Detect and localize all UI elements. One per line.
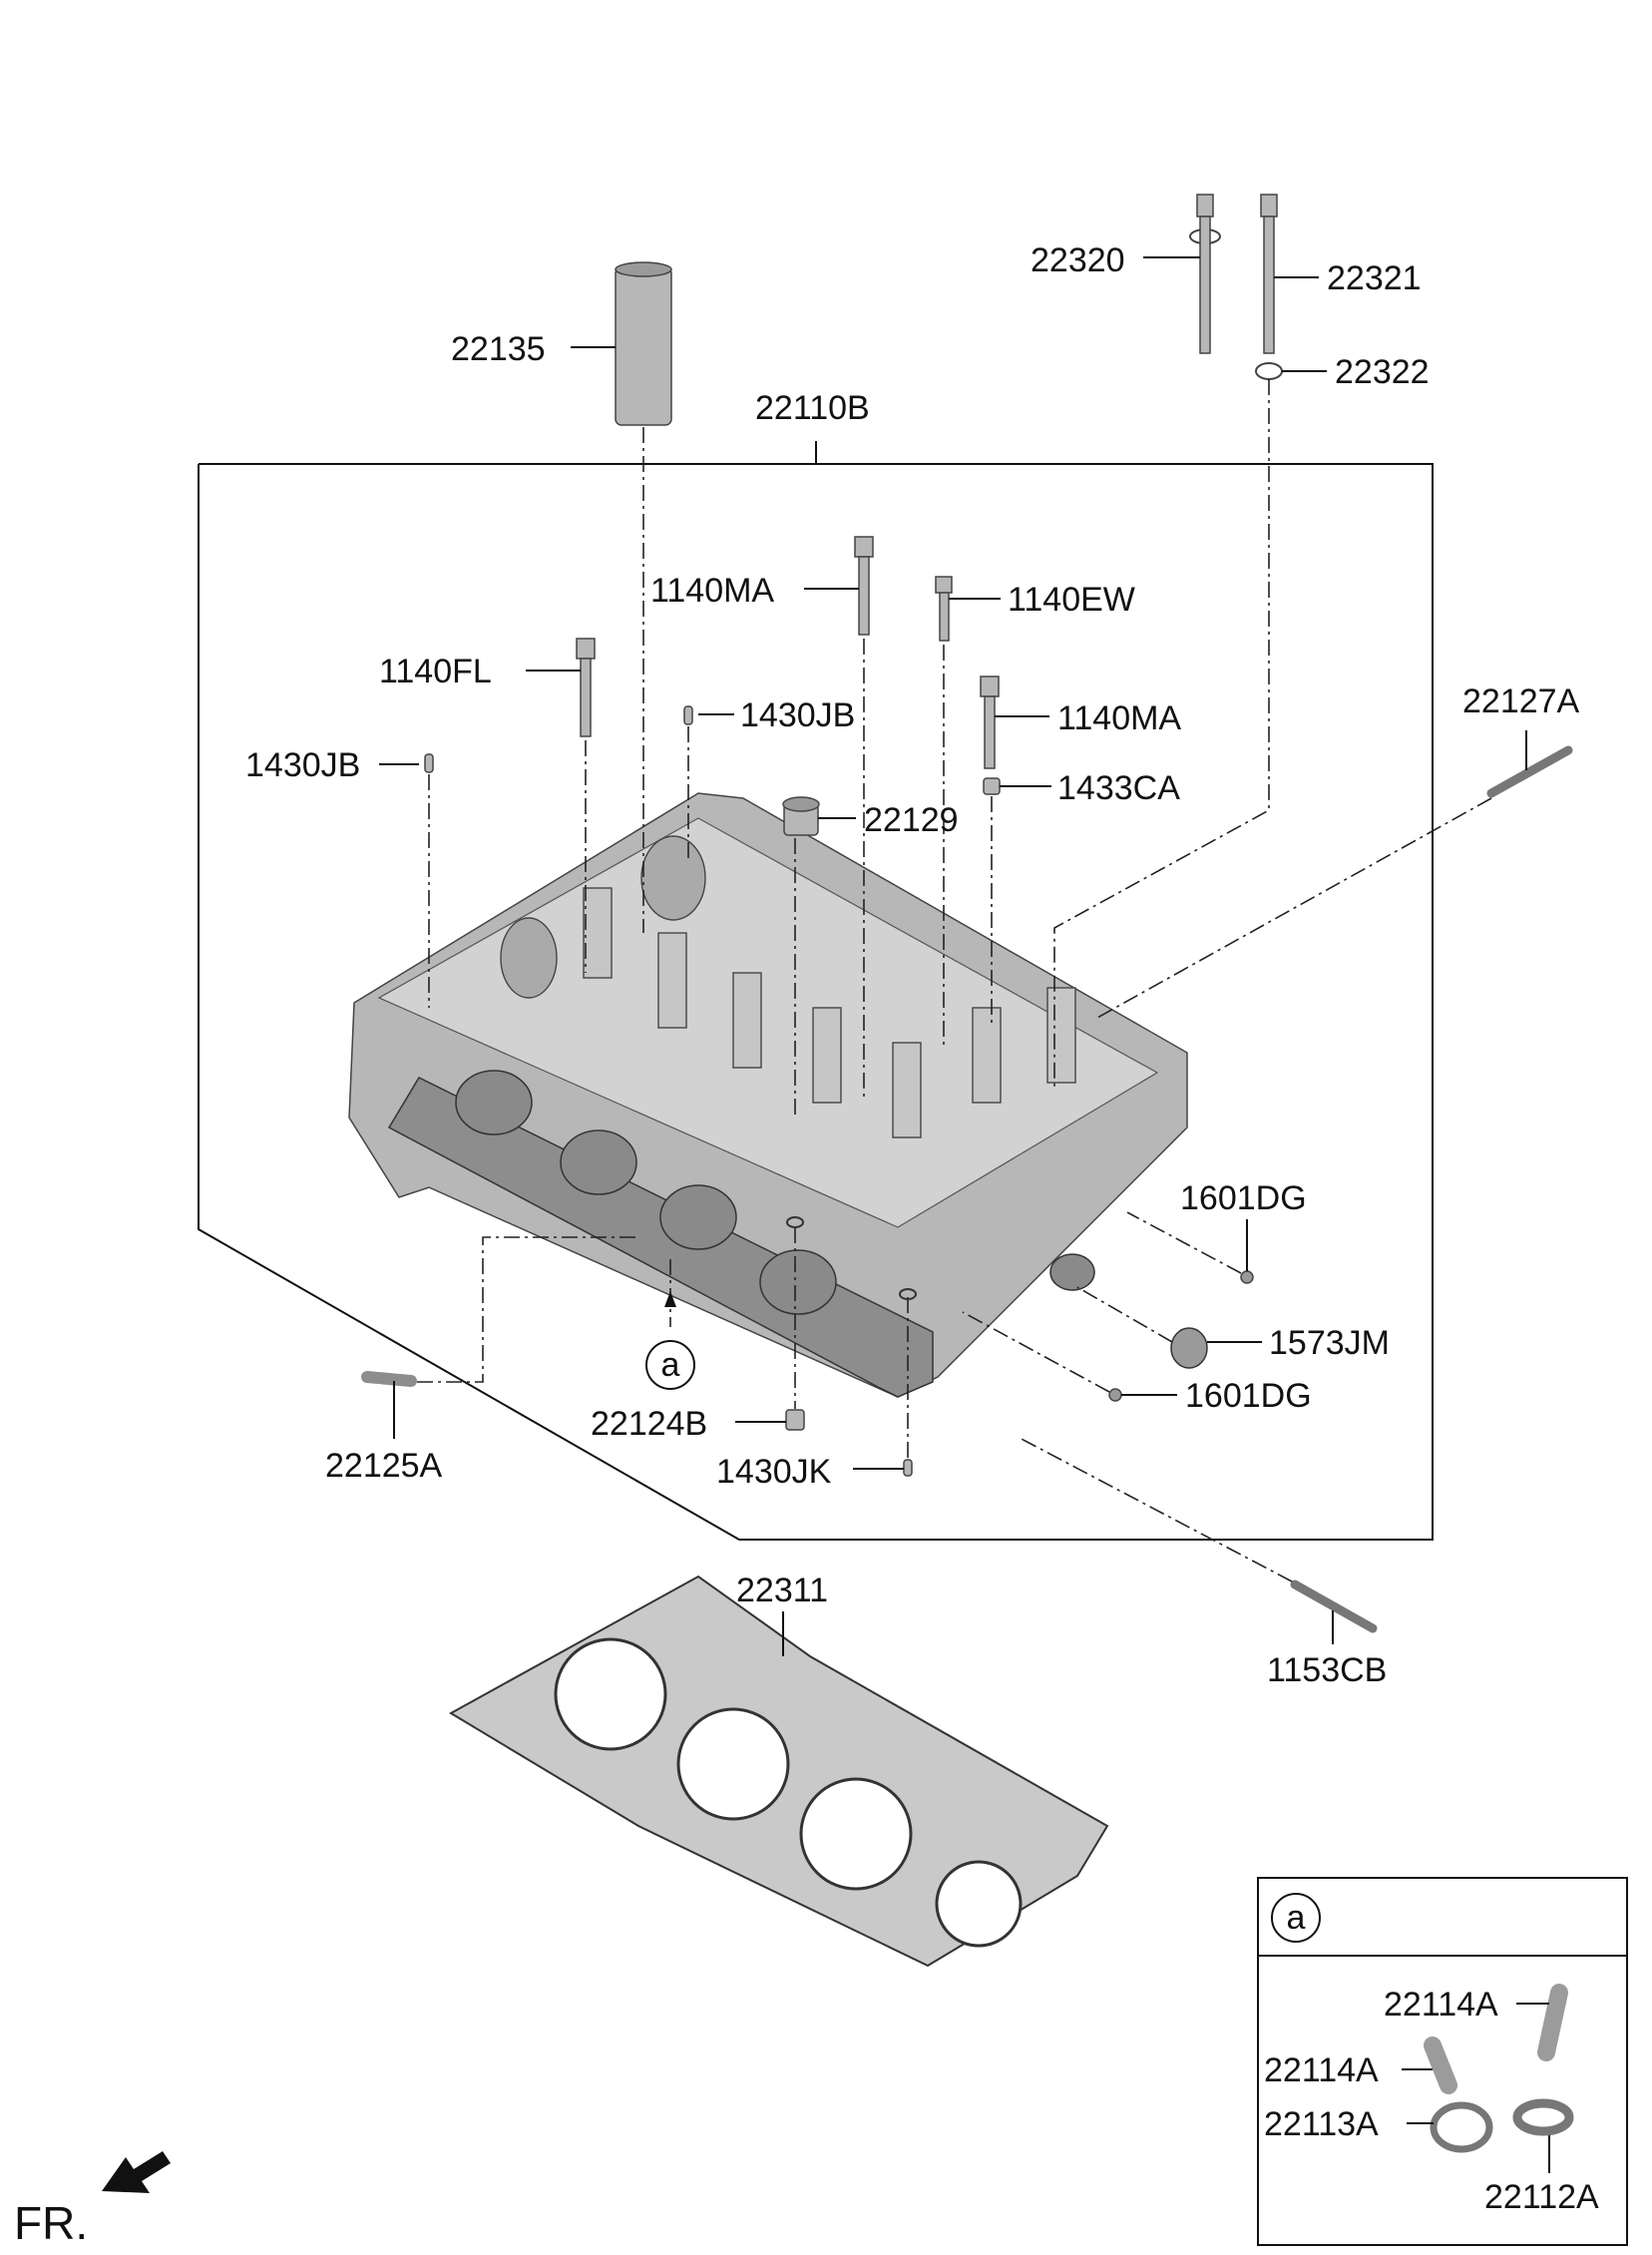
- label-1601DG-upper: 1601DG: [1180, 1179, 1307, 1217]
- cap-22129: [782, 796, 820, 836]
- rod-22127A: [1486, 745, 1573, 798]
- dowel-22124B: [785, 1409, 805, 1431]
- front-arrow-icon: [102, 2151, 171, 2193]
- label-1573JM: 1573JM: [1269, 1324, 1390, 1362]
- ring-22112A: [1512, 2098, 1574, 2136]
- inset-callout-a: [1271, 1893, 1321, 1943]
- pin-1430JK: [903, 1459, 913, 1477]
- label-22114A-left: 22114A: [1264, 2051, 1379, 2089]
- label-1140MA-upper: 1140MA: [650, 572, 774, 610]
- plug-1601DG-lower: [1108, 1388, 1122, 1402]
- label-22127A: 22127A: [1462, 682, 1580, 720]
- label-1430JB-left: 1430JB: [245, 746, 360, 784]
- washer-22322: [1255, 362, 1283, 380]
- label-1430JK: 1430JK: [716, 1453, 832, 1491]
- label-22311: 22311: [736, 1572, 828, 1609]
- bolt-22320: [1189, 194, 1221, 354]
- part-1433CA: [983, 777, 1001, 795]
- assembly-boundary: [198, 463, 1434, 1541]
- head-gasket-22311: [448, 1575, 1109, 1968]
- svg-text:a: a: [661, 1346, 680, 1384]
- inset-a: a 22114A 22114A 22113A 22112A: [1257, 1877, 1628, 2246]
- pin-1430JB-left: [424, 753, 434, 773]
- svg-text:a: a: [1287, 1899, 1306, 1937]
- label-22110B: 22110B: [755, 389, 870, 427]
- label-1601DG-lower: 1601DG: [1185, 1377, 1312, 1415]
- label-22321: 22321: [1327, 259, 1422, 297]
- sleeve-22135: [615, 261, 672, 426]
- bolt-1140EW: [935, 576, 953, 642]
- callout-a: [645, 1340, 695, 1390]
- bolt-1140FL: [576, 638, 596, 737]
- label-1140FL: 1140FL: [379, 653, 492, 690]
- bolt-1140MA-upper: [854, 536, 874, 636]
- bolt-22321: [1260, 194, 1278, 354]
- label-22135: 22135: [451, 330, 546, 368]
- cylinder-head-assembly: [348, 792, 1188, 1398]
- label-1140EW: 1140EW: [1008, 581, 1135, 619]
- pin-22114A-right: [1537, 1984, 1568, 2061]
- plug-1573JM: [1170, 1327, 1208, 1369]
- label-22322: 22322: [1335, 353, 1430, 391]
- rod-1153CB: [1290, 1579, 1378, 1633]
- plug-1601DG-upper: [1240, 1270, 1254, 1284]
- pin-22125A: [361, 1371, 417, 1387]
- label-1153CB: 1153CB: [1267, 1651, 1387, 1689]
- front-marker: FR.: [14, 2197, 88, 2249]
- bolt-1140MA-lower: [980, 676, 1000, 769]
- label-22129: 22129: [864, 801, 959, 839]
- pin-1430JB-upper: [683, 705, 693, 725]
- label-22114A-right: 22114A: [1384, 1986, 1498, 2024]
- label-22124B: 22124B: [591, 1405, 707, 1443]
- pin-22114A-left: [1424, 2036, 1457, 2094]
- label-1430JB-upper: 1430JB: [740, 696, 855, 734]
- label-22320: 22320: [1031, 241, 1125, 279]
- label-1433CA: 1433CA: [1057, 769, 1180, 807]
- ring-22113A: [1430, 2101, 1493, 2153]
- label-22113A: 22113A: [1264, 2105, 1379, 2143]
- label-22112A: 22112A: [1484, 2178, 1599, 2216]
- label-1140MA-lower: 1140MA: [1057, 699, 1181, 737]
- label-22125A: 22125A: [325, 1447, 443, 1485]
